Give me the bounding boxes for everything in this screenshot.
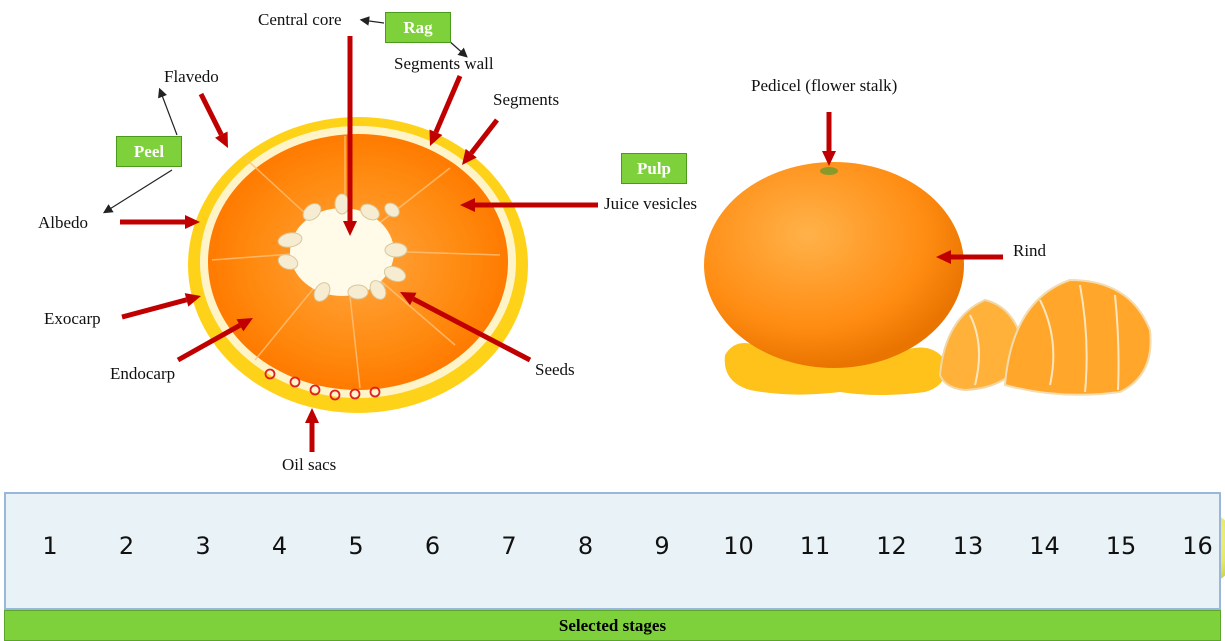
pedicel-arrow — [822, 112, 836, 166]
flavedo-arrow — [201, 94, 228, 148]
stage-number: 7 — [479, 532, 539, 560]
label-juice-vesicles: Juice vesicles — [604, 194, 697, 214]
label-rag: Rag — [385, 12, 451, 43]
stage-number: 13 — [938, 532, 998, 560]
sliced-orange — [188, 117, 528, 413]
label-exocarp: Exocarp — [44, 309, 101, 329]
stage-number: 14 — [1015, 532, 1075, 560]
label-pedicel: Pedicel (flower stalk) — [751, 76, 897, 96]
stage-number: 3 — [173, 532, 233, 560]
label-rind: Rind — [1013, 241, 1046, 261]
label-flavedo: Flavedo — [164, 67, 219, 87]
stage-number: 16 — [1168, 532, 1225, 560]
oil-sacs-arrow — [305, 408, 319, 452]
peeled-segment-large — [1005, 280, 1151, 395]
stage-number: 9 — [632, 532, 692, 560]
label-oil-sacs: Oil sacs — [282, 455, 336, 475]
whole-orange-group — [704, 162, 1151, 395]
albedo-arrow — [120, 215, 200, 229]
stage-number: 15 — [1091, 532, 1151, 560]
label-albedo: Albedo — [38, 213, 88, 233]
label-central-core: Central core — [258, 10, 342, 30]
exocarp-arrow — [122, 293, 201, 317]
stages-caption-bar: Selected stages — [4, 610, 1221, 641]
label-peel: Peel — [116, 136, 182, 167]
label-endocarp: Endocarp — [110, 364, 175, 384]
stage-number: 6 — [403, 532, 463, 560]
stage-number: 10 — [709, 532, 769, 560]
segments-arrow — [462, 120, 497, 165]
whole-orange — [704, 162, 964, 368]
stage-number: 8 — [556, 532, 616, 560]
stage-number: 4 — [250, 532, 310, 560]
pedicel — [820, 167, 838, 175]
stage-number: 2 — [97, 532, 157, 560]
stages-caption: Selected stages — [559, 616, 666, 635]
stage-number: 12 — [862, 532, 922, 560]
stage-number: 11 — [785, 532, 845, 560]
label-segments: Segments — [493, 90, 559, 110]
label-pulp: Pulp — [621, 153, 687, 184]
label-seeds: Seeds — [535, 360, 575, 380]
stage-number: 1 — [20, 532, 80, 560]
label-segments-wall: Segments wall — [394, 54, 494, 74]
segments-wall-arrow — [429, 76, 460, 146]
stage-number: 5 — [326, 532, 386, 560]
